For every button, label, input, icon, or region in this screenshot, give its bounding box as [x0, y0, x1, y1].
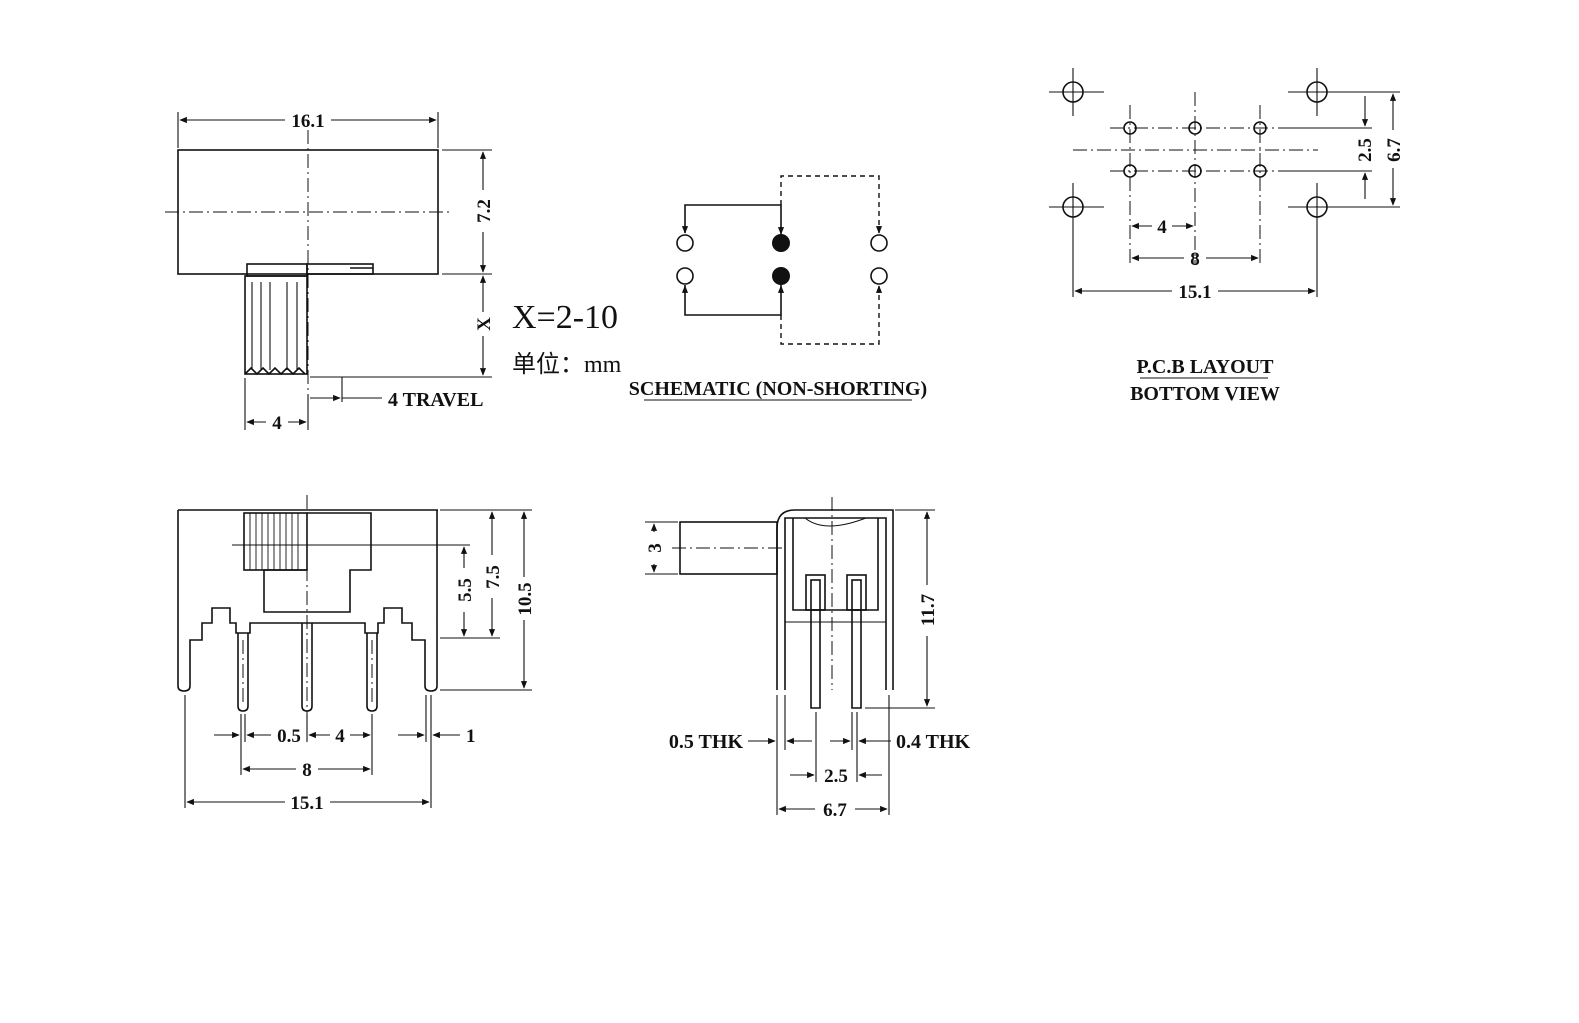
knob-front: [232, 512, 470, 613]
thk-left: 0.5 THK: [669, 731, 744, 753]
terminal-open: [870, 267, 888, 285]
side-view: 3 11.7 0.5 THK 0.4 THK 2.5 6.7: [645, 497, 971, 821]
dim-pin-width: 0.5: [277, 726, 301, 747]
dim-overall: 15.1: [290, 793, 323, 814]
dim-pin-span: 8: [302, 760, 312, 781]
x-range-note: X=2-10: [512, 299, 618, 336]
front-view: 5.5 7.5 10.5 0.5 4 1 8 15.1: [177, 495, 536, 814]
pcb-subtitle: BOTTOM VIEW: [1130, 383, 1280, 405]
dim-height: 11.7: [918, 593, 939, 626]
dim-row-pitch: 2.5: [824, 766, 848, 787]
mounting-hole: [1288, 183, 1372, 297]
dim-row-pitch: 2.5: [1355, 138, 1376, 162]
front-pin: [237, 633, 249, 712]
pcb-layout: 2.5 6.7 4 8 15.1 P.C.B LAYOUT BOTTOM VIE…: [1049, 68, 1405, 405]
terminal-common: [772, 234, 790, 252]
dim-width: 6.7: [823, 800, 847, 821]
terminal-open: [676, 267, 694, 285]
travel-label: 4 TRAVEL: [388, 389, 483, 411]
terminal-open: [870, 234, 888, 252]
dim-length: 16.1: [291, 111, 324, 132]
pin-hole: [1188, 121, 1202, 135]
dim-h1: 5.5: [455, 578, 476, 602]
front-pin: [366, 633, 378, 712]
dim-actuator: 4: [272, 413, 282, 434]
actuator-top: [244, 263, 374, 376]
dim-pin-span: 8: [1190, 249, 1200, 270]
dim-mount-pitch: 6.7: [1384, 138, 1405, 162]
pin-hole: [1123, 121, 1137, 135]
dim-h2: 7.5: [483, 565, 504, 589]
dim-tab: 1: [466, 726, 476, 747]
knob-side: [672, 521, 785, 575]
terminal-open: [676, 234, 694, 252]
pin-hole: [1253, 121, 1267, 135]
pin-hole: [1188, 164, 1202, 178]
pin-hole: [1123, 164, 1137, 178]
top-view: 16.1 7.2 X 4 TRAVEL 4: [165, 111, 495, 434]
pcb-title: P.C.B LAYOUT: [1137, 356, 1275, 378]
unit-note: 单位：mm: [512, 351, 622, 378]
side-pin: [851, 610, 862, 709]
side-pin: [810, 610, 821, 709]
dim-h3: 10.5: [515, 582, 536, 615]
pin-hole: [1253, 164, 1267, 178]
terminal-common: [772, 267, 790, 285]
dim-height: 7.2: [474, 199, 495, 223]
front-pin: [301, 623, 313, 712]
schematic: SCHEMATIC (NON-SHORTING): [629, 175, 927, 401]
dim-x: X: [474, 317, 495, 331]
schematic-title: SCHEMATIC (NON-SHORTING): [629, 378, 927, 400]
mounting-hole: [1049, 68, 1104, 116]
thk-right: 0.4 THK: [896, 731, 971, 753]
mounting-hole: [1049, 183, 1104, 297]
dim-pin-pitch: 4: [1157, 217, 1167, 238]
mounting-hole: [1288, 68, 1372, 116]
dim-mount-span: 15.1: [1178, 282, 1211, 303]
dim-pin-pitch: 4: [335, 726, 345, 747]
dim-knob: 3: [645, 543, 666, 553]
